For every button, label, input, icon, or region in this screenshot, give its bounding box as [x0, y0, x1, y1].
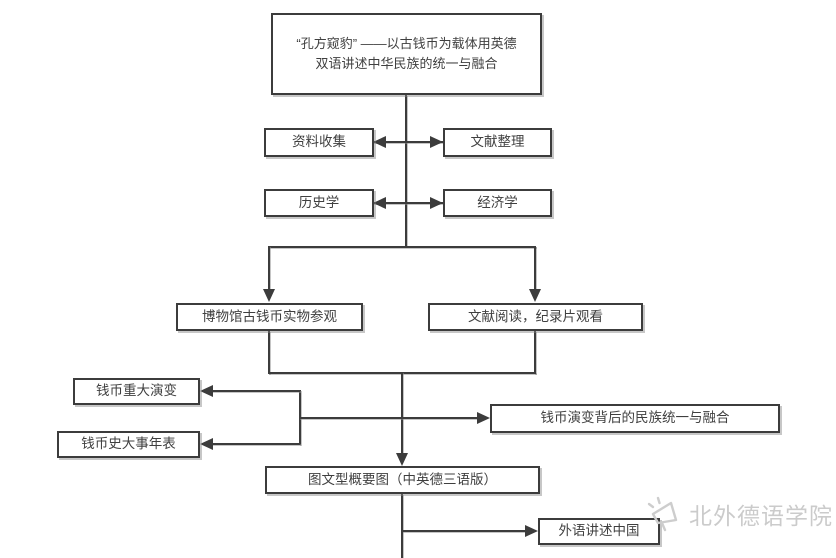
foreign-arrowhead-icon [525, 525, 538, 537]
flow-node-literature-sorting: 文献整理 [443, 128, 552, 157]
evolution-arrowhead-icon [200, 385, 213, 397]
title-line-1: “孔方窥豹” ——以古钱币为载体用英德 [296, 35, 517, 51]
node-label: 外语讲述中国 [558, 523, 640, 539]
unity-arrowhead-icon [477, 412, 490, 424]
megaphone-icon [644, 495, 684, 533]
branch-left-drop-line [268, 246, 270, 290]
flow-node-national-unity: 钱币演变背后的民族统一与融合 [490, 404, 780, 433]
flow-node-data-collection: 资料收集 [264, 128, 374, 157]
merge-right-line [534, 331, 536, 374]
node-label: 文献整理 [470, 134, 525, 150]
row1-connector-line [373, 141, 443, 143]
watermark-logo: 北外德语学院 [644, 495, 833, 533]
foreign-connector-line [402, 530, 525, 532]
flow-node-economics: 经济学 [443, 189, 552, 217]
node-label: 钱币演变背后的民族统一与融合 [540, 410, 730, 426]
unity-connector-line [299, 417, 477, 419]
spine-mid-arrowhead-icon [396, 453, 408, 466]
branch-right-drop-line [534, 246, 536, 290]
branch-top-line [268, 246, 536, 248]
flow-node-museum-visit: 博物馆古钱币实物参观 [176, 303, 363, 331]
row2-right-arrowhead-icon [430, 197, 443, 209]
row1-right-arrowhead-icon [430, 136, 443, 148]
chronicle-arrowhead-icon [200, 438, 213, 450]
flow-node-title: “孔方窥豹” ——以古钱币为载体用英德 双语讲述中华民族的统一与融合 [271, 13, 542, 95]
row1-left-arrowhead-icon [373, 136, 386, 148]
evolution-connector-line [211, 390, 300, 392]
flow-node-coin-evolution: 钱币重大演变 [73, 378, 200, 405]
watermark-text: 北外德语学院 [689, 503, 833, 529]
spine-top-line [405, 95, 407, 247]
node-label: 历史学 [298, 194, 340, 210]
branch-left-arrowhead-icon [263, 289, 275, 302]
branch-right-arrowhead-icon [529, 289, 541, 302]
spine-bottom-line [401, 494, 403, 558]
chronicle-connector-line [211, 443, 300, 445]
spine-mid-line [401, 372, 403, 454]
node-label: 钱币重大演变 [96, 383, 177, 399]
flow-node-foreign-language-china: 外语讲述中国 [538, 518, 660, 545]
node-label: 经济学 [477, 194, 518, 210]
node-label: 图文型概要图（中英德三语版） [308, 471, 497, 487]
merge-left-line [268, 331, 270, 374]
node-label: 文献阅读，纪录片观看 [468, 308, 603, 324]
node-label: 钱币史大事年表 [81, 436, 176, 452]
flow-node-history: 历史学 [264, 189, 374, 217]
row2-connector-line [373, 202, 443, 204]
title-line-2: 双语讲述中华民族的统一与融合 [315, 56, 498, 71]
row2-left-arrowhead-icon [373, 197, 386, 209]
flow-node-trilingual-summary: 图文型概要图（中英德三语版） [265, 466, 540, 494]
node-label: 博物馆古钱币实物参观 [202, 308, 337, 324]
flow-node-coin-chronicle: 钱币史大事年表 [57, 431, 200, 458]
node-label: 资料收集 [292, 134, 346, 150]
flow-node-reading-documentary: 文献阅读，纪录片观看 [428, 303, 643, 331]
